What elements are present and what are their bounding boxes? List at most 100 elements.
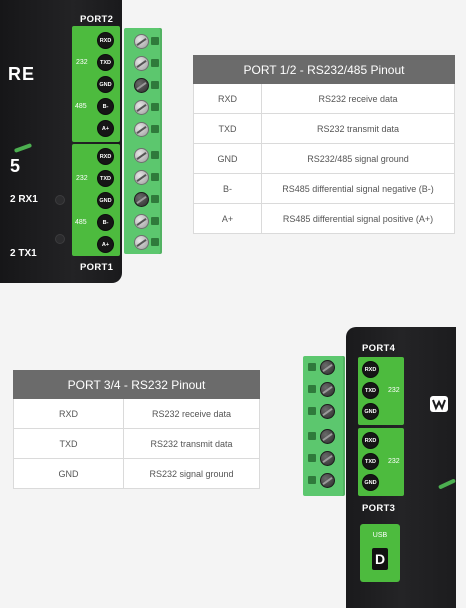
terminal-slot: [151, 173, 159, 181]
port1-pin-b: B-: [97, 214, 114, 231]
pin-name: TXD: [193, 113, 262, 144]
port1-panel: RXD TXD GND B- A+ 232 485: [72, 144, 120, 256]
pin-description: RS232 receive data: [123, 398, 260, 429]
terminal-screw-icon: [320, 473, 335, 488]
port34-table-title: PORT 3/4 - RS232 Pinout: [13, 370, 260, 399]
port1-pin-a: A+: [97, 236, 114, 253]
terminal-screw-icon: [134, 235, 149, 250]
pin-name: RXD: [193, 83, 262, 114]
usb-port: D: [372, 548, 388, 570]
terminal-screw-icon: [134, 192, 149, 207]
pin-description: RS232 transmit data: [261, 113, 455, 144]
port2-title: PORT2: [80, 14, 114, 25]
port2-pin-txd: TXD: [97, 54, 114, 71]
port3-pin-txd: TXD: [362, 453, 379, 470]
terminal-screw-icon: [134, 34, 149, 49]
table-row: B-RS485 differential signal negative (B-…: [193, 173, 455, 204]
port1-2-terminal-block: [124, 28, 162, 254]
port2-pin-b: B-: [97, 98, 114, 115]
terminal-screw-icon: [320, 360, 335, 375]
pin-name: A+: [193, 203, 262, 234]
usb-panel: USB D: [360, 524, 400, 582]
port1-group-232: 232: [76, 175, 88, 182]
port4-pin-txd: TXD: [362, 382, 379, 399]
port2-group-232: 232: [76, 59, 88, 66]
pin-name: GND: [13, 458, 124, 489]
pin-name: TXD: [13, 428, 124, 459]
terminal-slot: [151, 217, 159, 225]
port2-panel: RXD TXD GND B- A+ 232 485: [72, 26, 120, 142]
terminal-screw-icon: [134, 214, 149, 229]
port4-pin-rxd: RXD: [362, 361, 379, 378]
terminal-slot: [308, 432, 316, 440]
terminal-screw-icon: [134, 78, 149, 93]
terminal-slot: [151, 238, 159, 246]
terminal-slot: [308, 476, 316, 484]
port1-group-485: 485: [75, 219, 87, 226]
terminal-slot: [308, 363, 316, 371]
terminal-screw-icon: [134, 100, 149, 115]
table-row: A+RS485 differential signal positive (A+…: [193, 203, 455, 234]
terminal-slot: [151, 37, 159, 45]
pin-description: RS232 signal ground: [123, 458, 260, 489]
terminal-slot: [151, 81, 159, 89]
pin-description: RS485 differential signal positive (A+): [261, 203, 455, 234]
terminal-slot: [151, 125, 159, 133]
terminal-slot: [151, 151, 159, 159]
terminal-slot: [308, 454, 316, 462]
port2-pin-rxd: RXD: [97, 32, 114, 49]
pin-description: RS232/485 signal ground: [261, 143, 455, 174]
port1-title: PORT1: [80, 262, 114, 273]
terminal-screw-icon: [320, 451, 335, 466]
port3-panel: RXD TXD GND 232: [358, 428, 404, 496]
port3-group-232: 232: [388, 458, 400, 465]
brand-logo-icon: [430, 396, 448, 412]
port1-pin-rxd: RXD: [97, 148, 114, 165]
model-digit-fragment: 5: [10, 156, 22, 176]
brand-fragment: RE: [8, 64, 36, 84]
tx1-led-label: 2 TX1: [10, 248, 37, 259]
pin-name: B-: [193, 173, 262, 204]
terminal-slot: [151, 195, 159, 203]
pin-description: RS485 differential signal negative (B-): [261, 173, 455, 204]
port12-table-title: PORT 1/2 - RS232/485 Pinout: [193, 55, 455, 84]
terminal-screw-icon: [320, 429, 335, 444]
terminal-slot: [151, 59, 159, 67]
port3-pin-gnd: GND: [362, 474, 379, 491]
terminal-screw-icon: [134, 56, 149, 71]
port4-panel: RXD TXD GND 232: [358, 357, 404, 425]
pin-description: RS232 transmit data: [123, 428, 260, 459]
port3-4-terminal-block: [303, 356, 345, 496]
terminal-screw-icon: [320, 404, 335, 419]
port4-pin-gnd: GND: [362, 403, 379, 420]
terminal-slot: [308, 407, 316, 415]
port2-group-485: 485: [75, 103, 87, 110]
terminal-slot: [151, 103, 159, 111]
pin-name: RXD: [13, 398, 124, 429]
terminal-screw-icon: [134, 122, 149, 137]
port2-pin-gnd: GND: [97, 76, 114, 93]
port4-group-232: 232: [388, 387, 400, 394]
pin-description: RS232 receive data: [261, 83, 455, 114]
port1-pin-gnd: GND: [97, 192, 114, 209]
port2-pin-a: A+: [97, 120, 114, 137]
usb-label: USB: [372, 532, 388, 539]
pin-name: GND: [193, 143, 262, 174]
terminal-screw-icon: [320, 382, 335, 397]
tx1-led: [55, 234, 65, 244]
port3-title: PORT3: [362, 503, 396, 514]
terminal-slot: [308, 385, 316, 393]
port1-pin-txd: TXD: [97, 170, 114, 187]
rx1-led: [55, 195, 65, 205]
rx1-led-label: 2 RX1: [10, 194, 38, 205]
port4-title: PORT4: [362, 343, 396, 354]
